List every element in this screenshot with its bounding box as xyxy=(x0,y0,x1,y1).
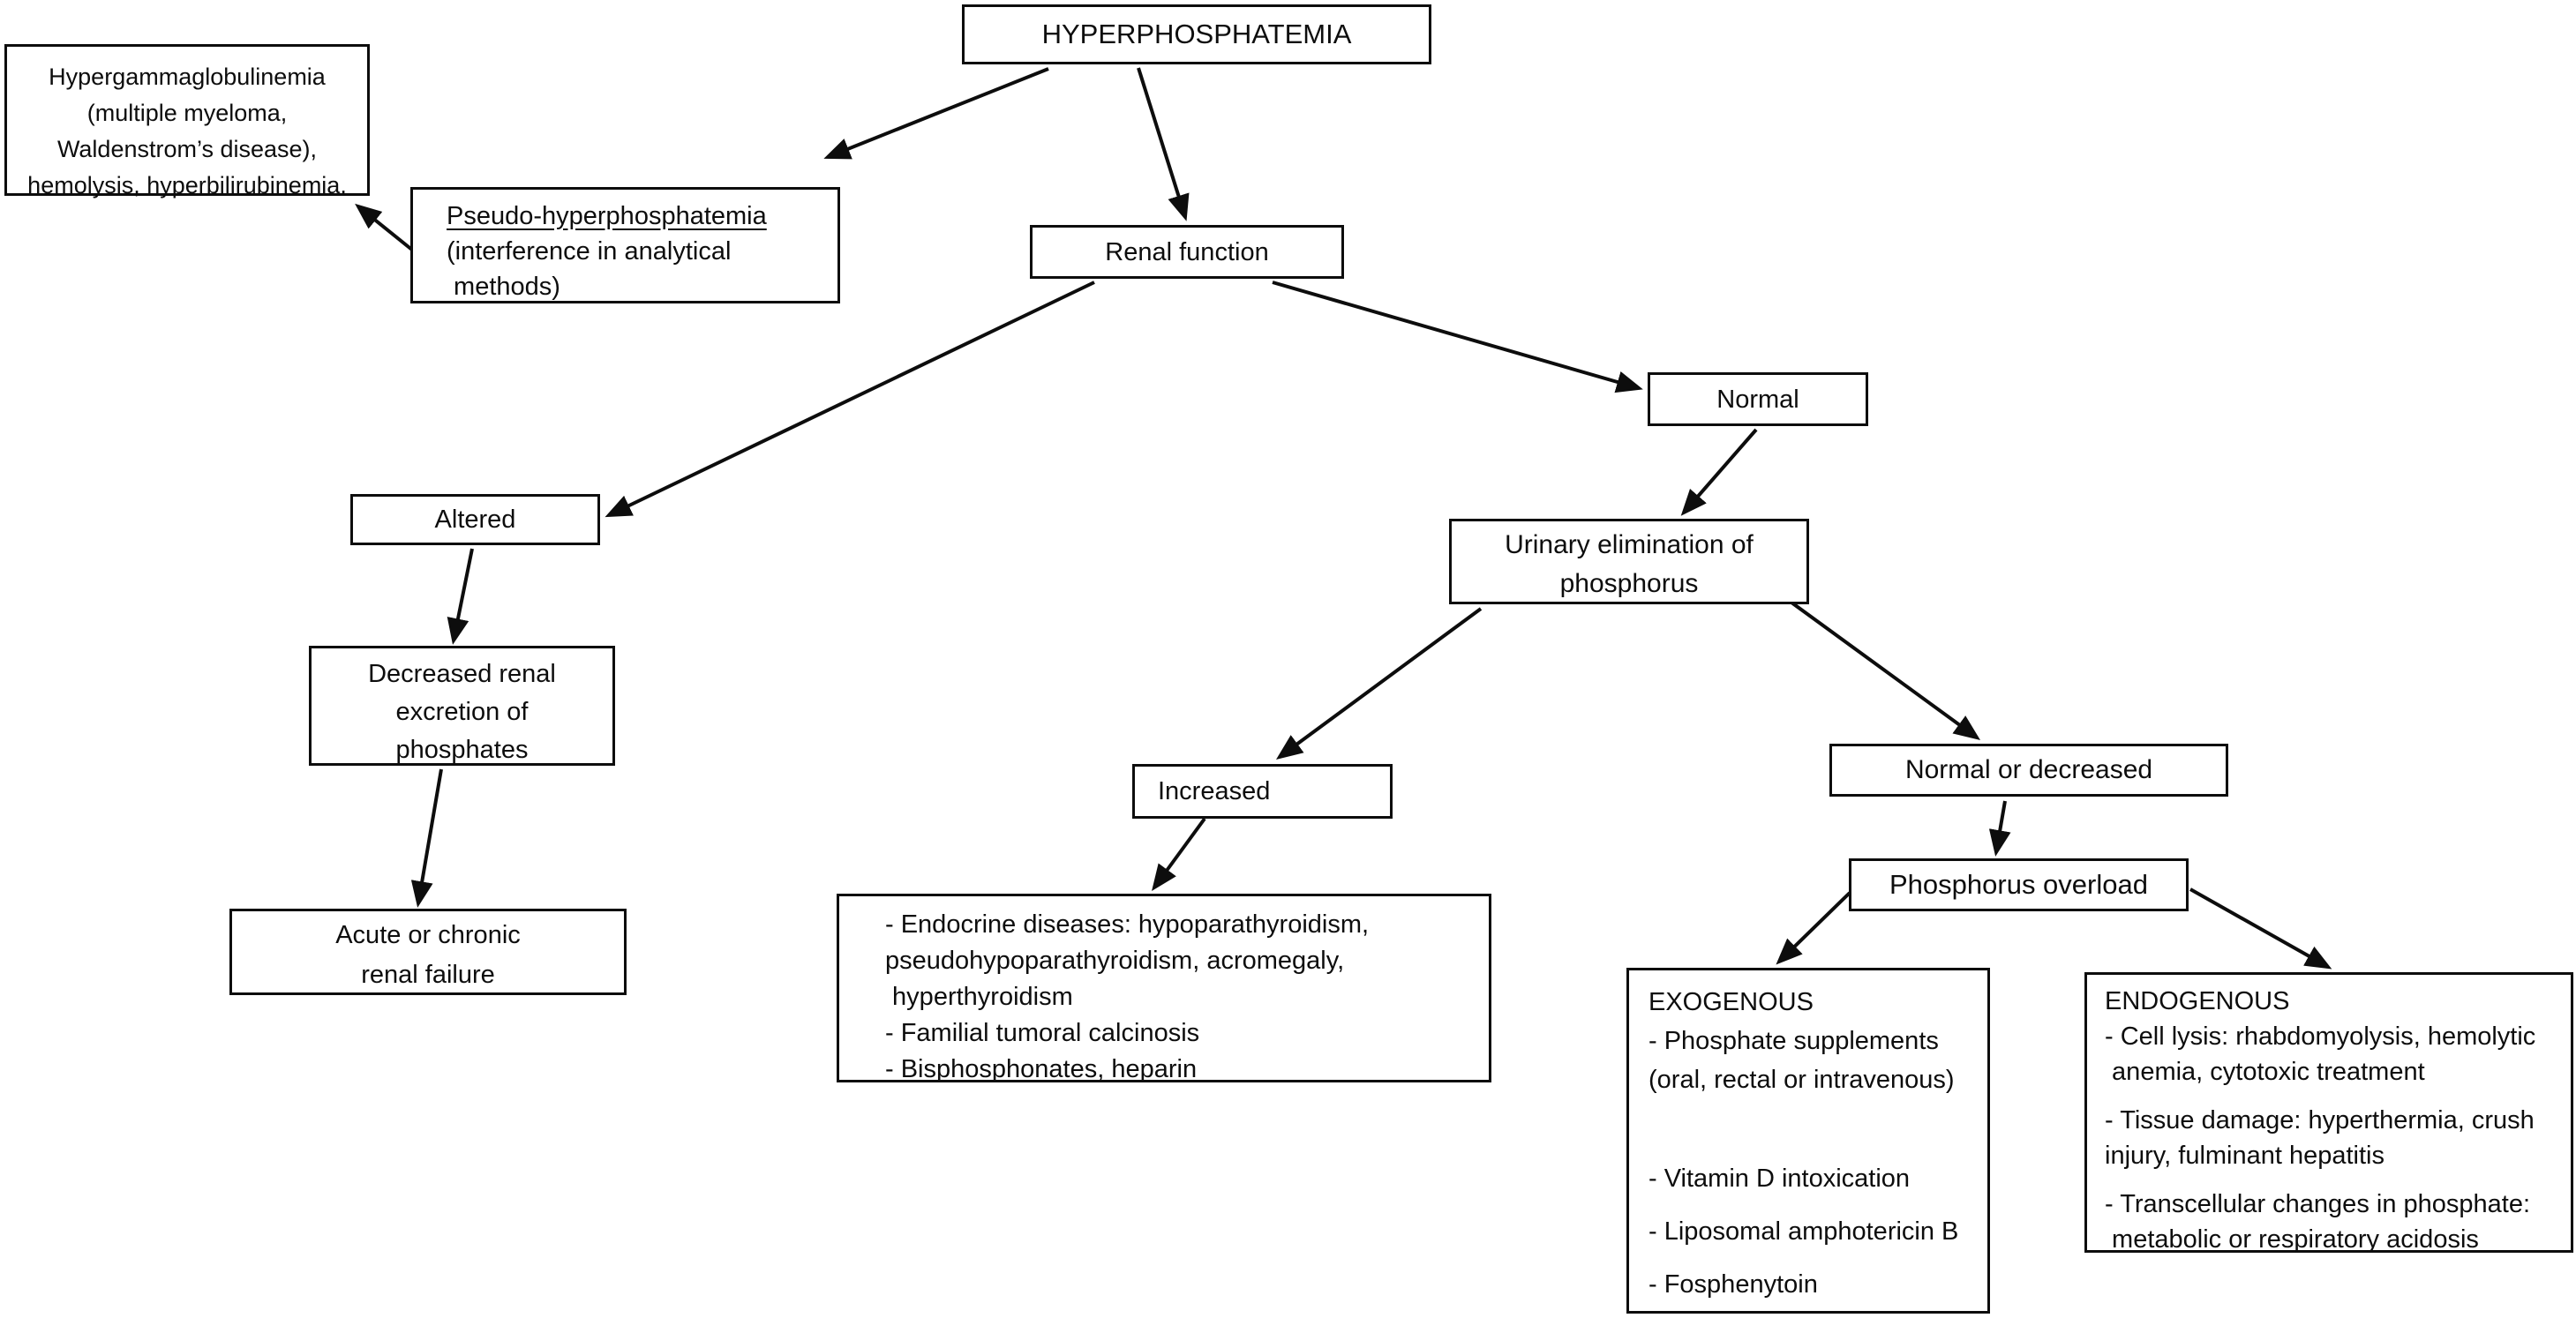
arrow-hyper-to-pseudo xyxy=(823,67,1049,160)
node-altered: Altered xyxy=(350,494,600,545)
node-endocrine-causes: - Endocrine diseases: hypoparathyroidism… xyxy=(837,894,1491,1083)
node-phosphorus-overload: Phosphorus overload xyxy=(1849,858,2189,911)
node-line: Waldenstrom’s disease), xyxy=(56,136,318,162)
node-acute-or-chronic-renal-failure: Acute or chronic renal failure xyxy=(229,909,627,995)
arrow-hyper-to-renal xyxy=(1137,67,1190,221)
node-line: - Phosphate supplements xyxy=(1648,1027,1939,1055)
arrow-overload-to-exogenous xyxy=(1776,891,1851,965)
node-label: Renal function xyxy=(1105,237,1269,266)
arrow-renal-to-altered xyxy=(605,281,1095,518)
node-label: HYPERPHOSPHATEMIA xyxy=(1041,19,1352,49)
node-title: Pseudo-hyperphosphatemia xyxy=(447,202,767,230)
node-line: renal failure xyxy=(361,961,495,989)
node-line: - Liposomal amphotericin B xyxy=(1648,1217,1959,1246)
arrow-nord-to-overload xyxy=(1988,800,2011,857)
node-endogenous-causes: ENDOGENOUS - Cell lysis: rhabdomyolysis,… xyxy=(2084,972,2573,1254)
node-normal-or-decreased: Normal or decreased xyxy=(1829,744,2228,797)
node-normal: Normal xyxy=(1648,372,1868,426)
node-hypergammaglobulinemia: Hypergammaglobulinemia (multiple myeloma… xyxy=(4,44,370,198)
node-pseudo-hyperphosphatemia: Pseudo-hyperphosphatemia (interference i… xyxy=(410,187,840,303)
arrow-urinary-to-increased xyxy=(1275,607,1483,760)
node-line: excretion of xyxy=(395,698,529,726)
node-line: phosphates xyxy=(395,736,529,764)
node-title: ENDOGENOUS xyxy=(2105,987,2290,1015)
node-decreased-renal-excretion: Decreased renal excretion of phosphates xyxy=(309,646,615,766)
node-exogenous-causes: EXOGENOUS - Phosphate supplements (oral,… xyxy=(1626,968,1990,1314)
arrow-decreased-to-acute xyxy=(410,768,443,908)
arrow-increased-to-endocrine xyxy=(1152,817,1206,892)
node-increased: Increased xyxy=(1132,764,1393,819)
node-line: anemia, cytotoxic treatment xyxy=(2105,1058,2425,1086)
node-line: pseudohypoparathyroidism, acromegaly, xyxy=(885,947,1345,975)
node-line: (interference in analytical xyxy=(447,237,732,266)
node-line: - Transcellular changes in phosphate: xyxy=(2105,1190,2531,1218)
node-line: - Cell lysis: rhabdomyolysis, hemolytic xyxy=(2105,1022,2536,1051)
node-line: metabolic or respiratory acidosis xyxy=(2105,1225,2479,1254)
node-line: Urinary elimination of xyxy=(1505,530,1754,559)
node-label: Phosphorus overload xyxy=(1889,869,2148,900)
arrow-altered-to-decreased xyxy=(447,548,474,645)
node-line: Decreased renal xyxy=(368,660,556,688)
arrow-pseudo-to-hypergamma xyxy=(355,203,415,252)
arrow-urinary-to-nord xyxy=(1786,598,1981,740)
node-renal-function: Renal function xyxy=(1030,225,1344,279)
node-line: methods) xyxy=(447,273,560,301)
node-label: Normal xyxy=(1716,385,1799,414)
node-line: (oral, rectal or intravenous) xyxy=(1648,1066,1955,1094)
node-line: Hypergammaglobulinemia xyxy=(49,64,326,90)
node-line: - Bisphosphonates, heparin xyxy=(885,1055,1198,1083)
node-line: - Vitamin D intoxication xyxy=(1648,1164,1911,1193)
node-urinary-elimination-of-phosphorus: Urinary elimination of phosphorus xyxy=(1449,519,1809,604)
arrow-normal-to-urinary xyxy=(1680,428,1758,516)
node-line: (multiple myeloma, xyxy=(86,100,288,126)
node-line: - Endocrine diseases: hypoparathyroidism… xyxy=(885,910,1370,939)
node-title: EXOGENOUS xyxy=(1648,988,1814,1016)
node-label: Normal or decreased xyxy=(1904,755,2153,784)
arrow-renal-to-normal xyxy=(1272,281,1643,393)
node-line: hyperthyroidism xyxy=(885,983,1073,1011)
node-label: Altered xyxy=(434,505,516,534)
node-line: - Fosphenytoin xyxy=(1648,1270,1818,1299)
node-label: Increased xyxy=(1158,777,1271,805)
node-line: hemolysis, hyperbilirubinemia. xyxy=(27,172,347,198)
node-line: - Tissue damage: hyperthermia, crush xyxy=(2105,1106,2535,1135)
node-line: Acute or chronic xyxy=(335,921,521,949)
arrow-overload-to-endogenous xyxy=(2189,887,2332,970)
node-line: phosphorus xyxy=(1559,569,1699,598)
node-line: - Familial tumoral calcinosis xyxy=(885,1019,1200,1047)
node-line: injury, fulminant hepatitis xyxy=(2105,1142,2385,1170)
node-hyperphosphatemia: HYPERPHOSPHATEMIA xyxy=(962,4,1431,64)
